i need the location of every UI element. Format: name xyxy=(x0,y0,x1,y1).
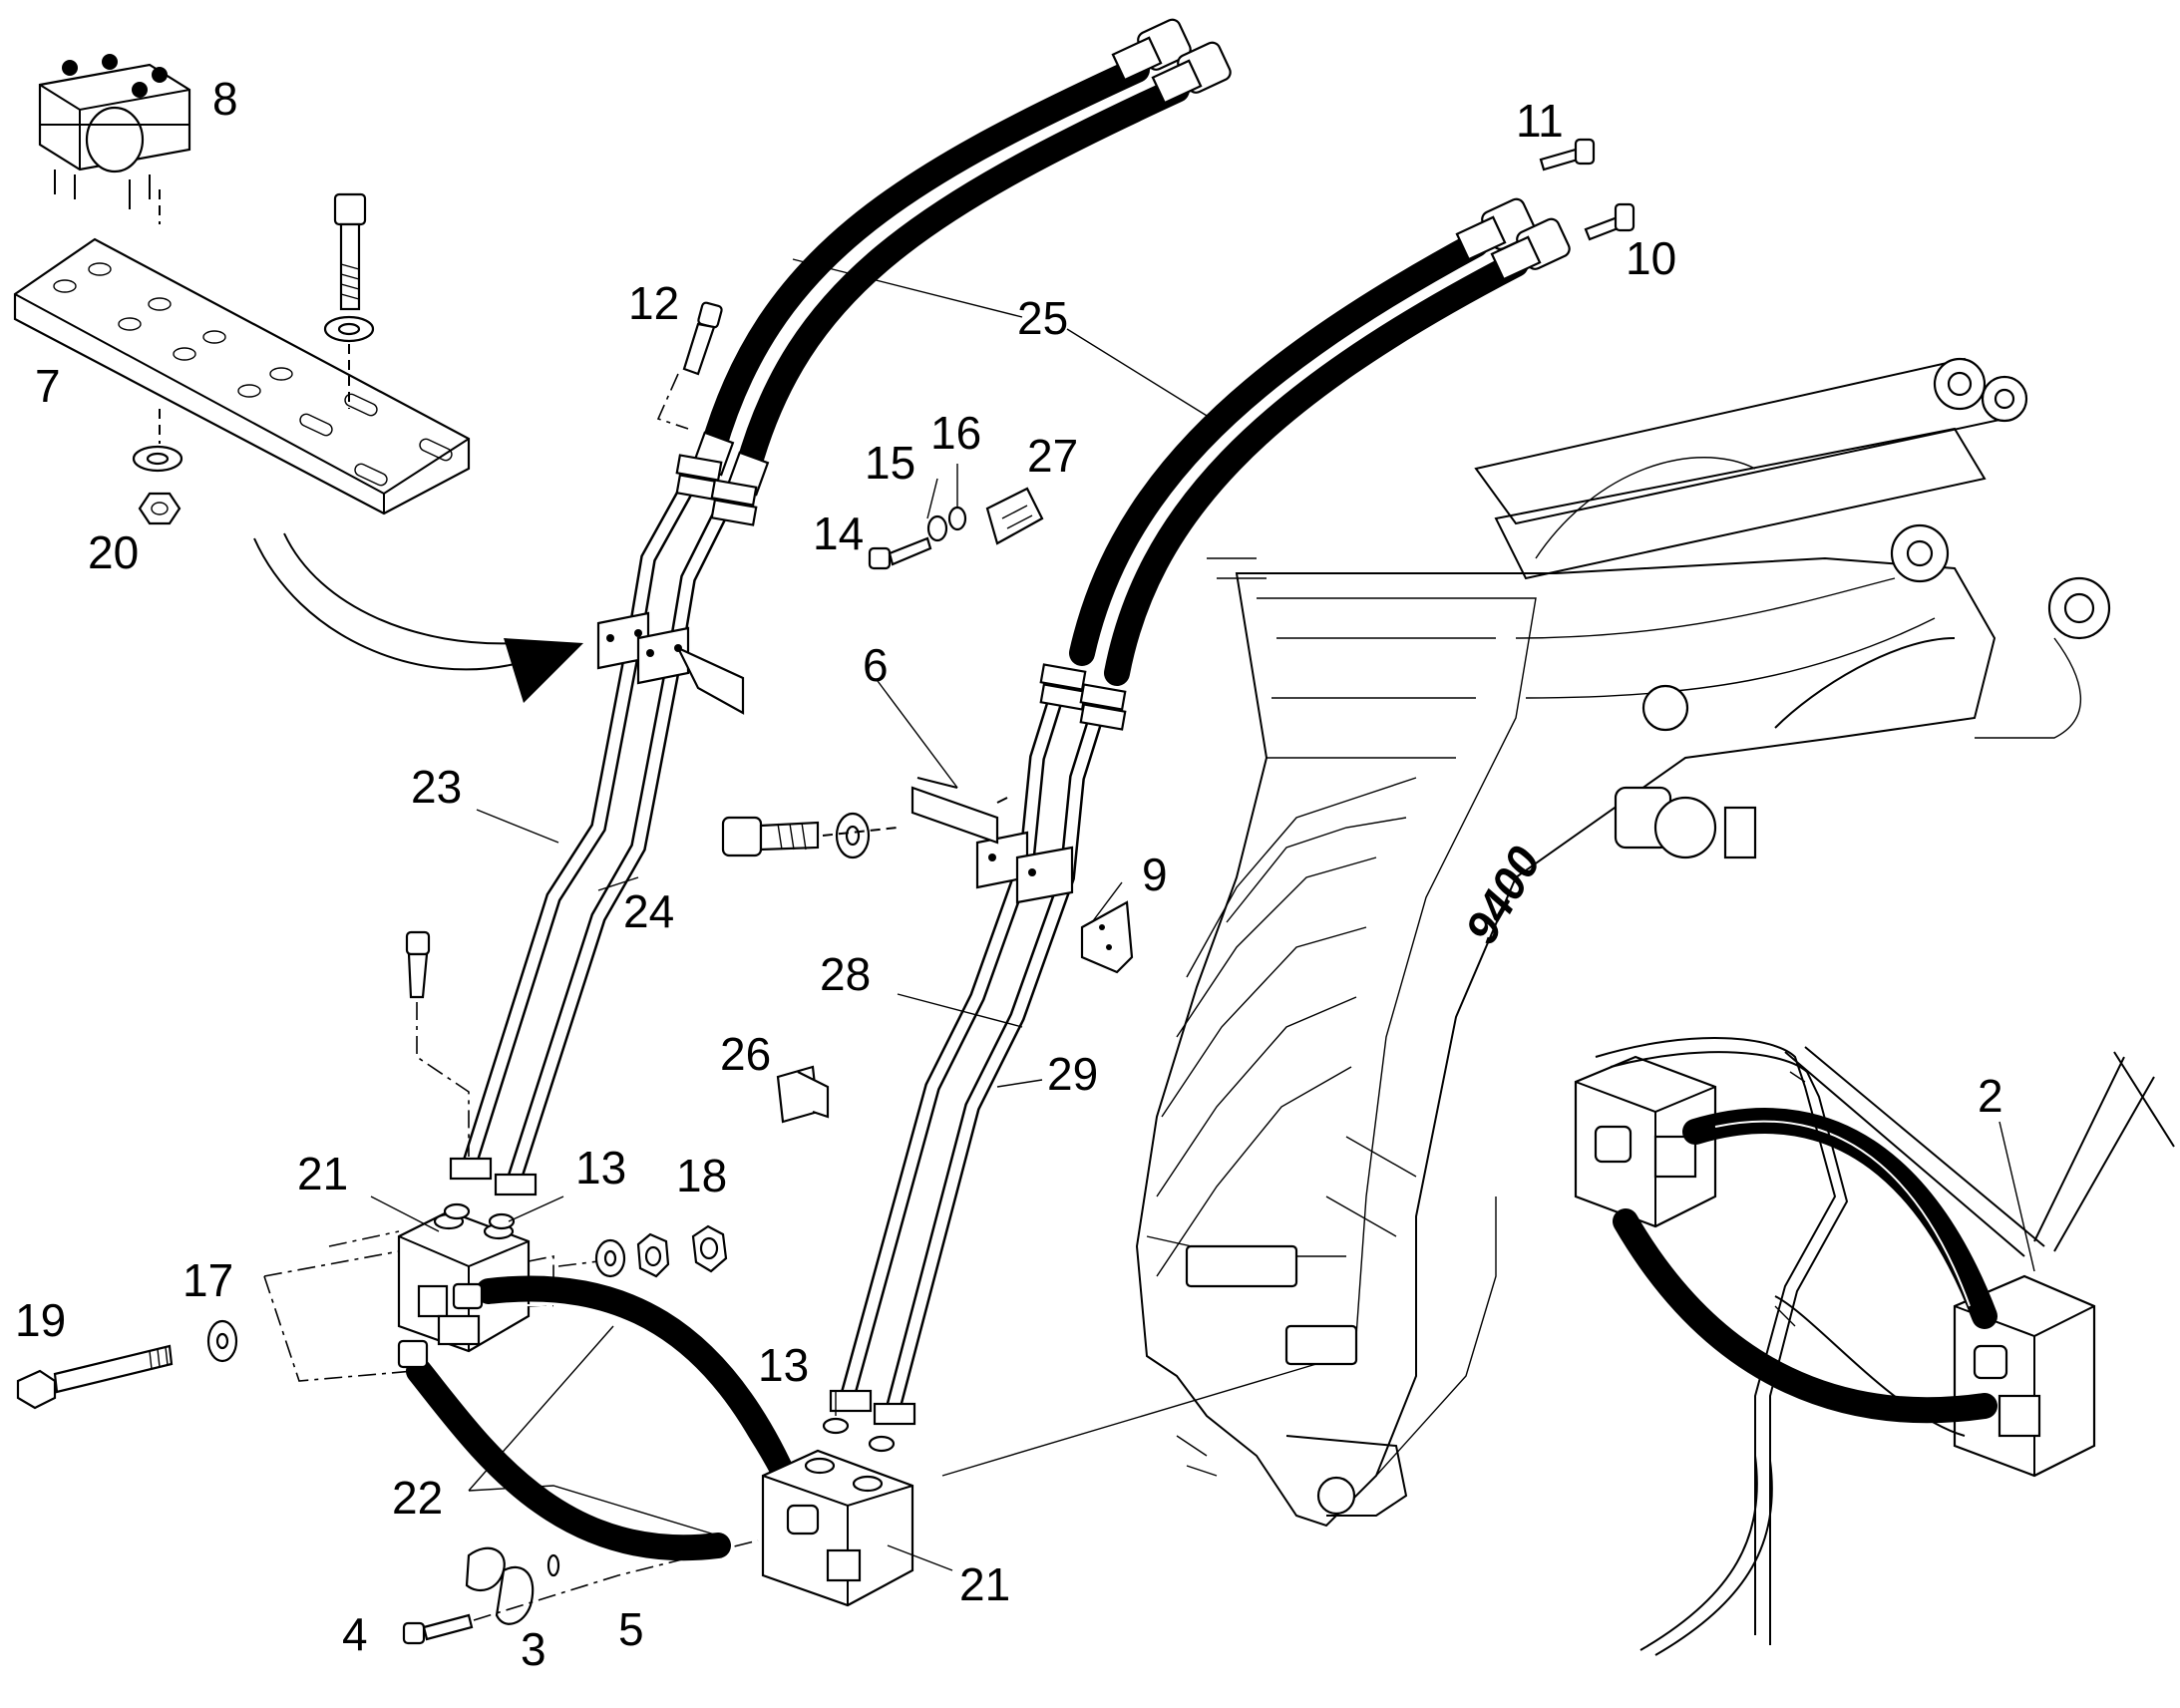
manifold-block-part-21-upper xyxy=(263,1209,599,1382)
bolt-part-6 xyxy=(721,812,899,859)
callout-13-lower: 13 xyxy=(758,1339,809,1391)
plate-bolt xyxy=(159,192,375,444)
excavator-boom: 9400 xyxy=(1135,357,2111,1528)
callout-4: 4 xyxy=(342,1608,368,1660)
washer-nut-part-20 xyxy=(132,445,183,525)
callout-29: 29 xyxy=(1047,1048,1098,1100)
bolt-parts-10-11 xyxy=(1539,138,1635,241)
tube-parts-28-29 xyxy=(829,663,1127,1426)
callout-7: 7 xyxy=(35,360,61,412)
hose-part-25-right xyxy=(1069,197,1571,686)
screw-part-4 xyxy=(402,1539,759,1645)
washer-part-15 xyxy=(926,514,948,542)
washer-part-17 xyxy=(206,1319,238,1363)
callout-12: 12 xyxy=(628,277,679,329)
o-ring-part-5 xyxy=(546,1553,560,1577)
bolt-part-14 xyxy=(868,536,932,570)
callout-23: 23 xyxy=(411,761,462,813)
callout-17: 17 xyxy=(182,1254,233,1306)
assembly-arrow xyxy=(253,532,583,703)
callout-26: 26 xyxy=(720,1028,771,1080)
callout-11: 11 xyxy=(1516,95,1564,147)
leader-block-to-boom xyxy=(941,1360,1327,1477)
callout-24: 24 xyxy=(623,885,674,937)
nuts-part-18 xyxy=(594,1224,728,1278)
plate-part-9 xyxy=(1080,900,1134,974)
bolt-part-19 xyxy=(16,1344,174,1410)
bracket-part-27 xyxy=(985,487,1044,545)
callout-2: 2 xyxy=(1978,1070,2003,1122)
tube-clamp-lower xyxy=(910,777,1074,904)
callout-20: 20 xyxy=(88,526,139,578)
leader-lines xyxy=(370,258,2035,1571)
callout-13-upper: 13 xyxy=(575,1142,626,1194)
hose-part-25-left xyxy=(691,18,1232,497)
callout-3: 3 xyxy=(521,1623,546,1675)
tube-parts-23-24 xyxy=(449,454,758,1196)
clamp-part-8 xyxy=(38,54,191,224)
callout-9: 9 xyxy=(1142,849,1168,900)
callout-22: 22 xyxy=(392,1472,443,1524)
plate-part-7 xyxy=(13,237,471,515)
callout-10: 10 xyxy=(1626,232,1676,284)
bracket-part-26 xyxy=(776,1065,830,1124)
callout-21-lower: 21 xyxy=(959,1558,1010,1610)
callout-21-upper: 21 xyxy=(297,1148,348,1199)
detail-view-part-2 xyxy=(1574,1037,2175,1656)
hose-part-22 xyxy=(397,1275,801,1561)
flange-part-3 xyxy=(465,1546,535,1625)
bolt-part-12 xyxy=(656,301,723,430)
callout-8: 8 xyxy=(212,73,238,125)
callout-16: 16 xyxy=(930,407,981,459)
o-rings-part-13 xyxy=(443,1202,896,1453)
tube-clamp-upper xyxy=(596,611,745,715)
callout-5: 5 xyxy=(618,1603,644,1655)
manifold-block-part-21-lower xyxy=(761,1449,914,1607)
callout-19: 19 xyxy=(15,1294,66,1346)
callout-18: 18 xyxy=(676,1150,727,1201)
boom-lettering: 9400 xyxy=(1455,838,1551,952)
callout-labels: 8 7 20 12 25 11 10 15 16 27 14 6 23 24 9… xyxy=(15,73,2003,1675)
screw-upper-block xyxy=(405,930,470,1157)
washer-part-16 xyxy=(947,506,967,531)
callout-25: 25 xyxy=(1017,292,1068,344)
callout-28: 28 xyxy=(820,948,871,1000)
callout-15: 15 xyxy=(865,437,915,489)
callout-14: 14 xyxy=(813,508,864,559)
callout-6: 6 xyxy=(863,639,889,691)
callout-27: 27 xyxy=(1027,430,1078,482)
